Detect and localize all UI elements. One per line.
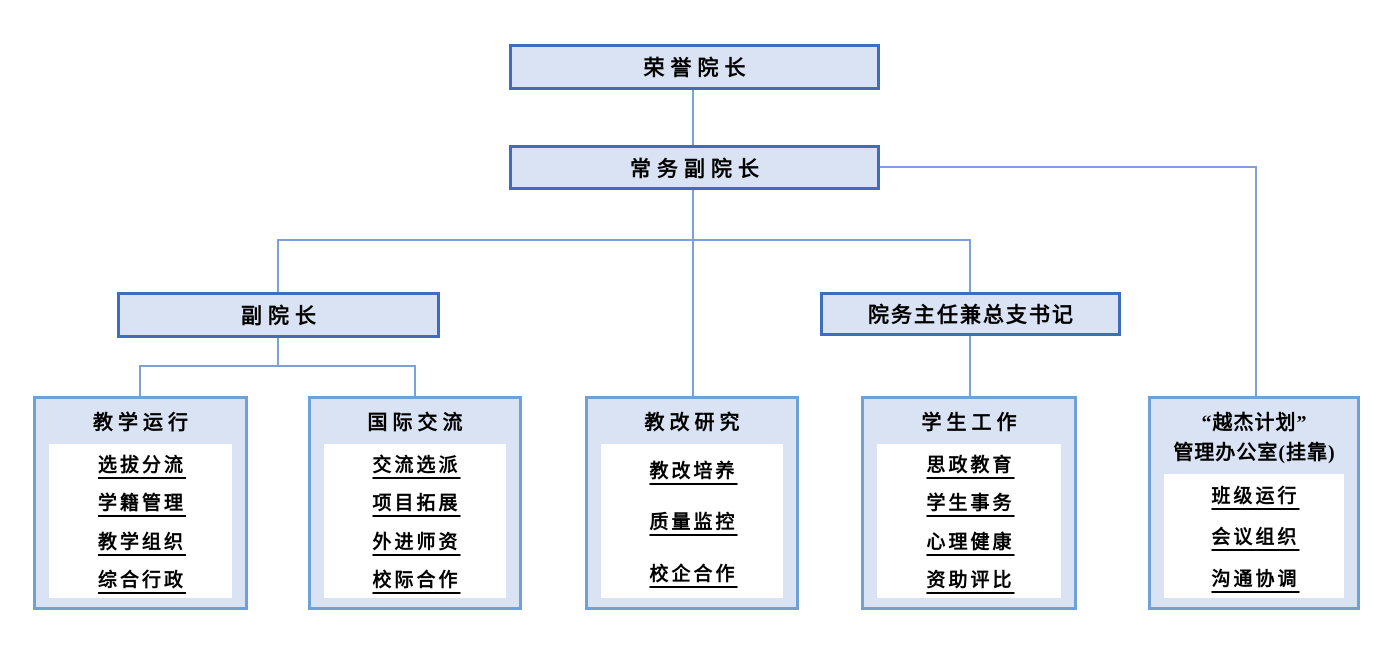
connector-right-horizontal <box>880 166 1257 168</box>
connector-below-director <box>969 335 971 396</box>
dept-item: 资助评比 <box>926 570 1015 592</box>
dept-teaching-reform-research: 教改研究 教改培养 质量监控 校企合作 <box>585 396 799 610</box>
dept-item: 外进师资 <box>372 531 461 553</box>
connector-below-vice-dean <box>277 337 279 367</box>
connector-to-dept-1 <box>139 365 141 396</box>
dept-title-line-2: 管理办公室(挂靠) <box>1173 442 1336 464</box>
dept-item: 校企合作 <box>649 563 738 585</box>
dept-items-panel: 交流选派 项目拓展 外进师资 校际合作 <box>324 444 506 598</box>
dept-item: 校际合作 <box>372 570 461 592</box>
dept-item: 教学组织 <box>97 531 186 553</box>
dept-item: 学籍管理 <box>97 493 186 515</box>
node-vice-dean: 副院长 <box>117 292 440 338</box>
dept-title: 学生工作 <box>921 412 1022 434</box>
dept-item: 班级运行 <box>1211 486 1300 508</box>
dept-item: 沟通协调 <box>1211 568 1300 590</box>
dept-title: 教学运行 <box>93 412 193 434</box>
connector-to-dept-5 <box>1255 166 1257 396</box>
connector-main-horizontal <box>277 239 971 241</box>
dept-item: 会议组织 <box>1211 527 1300 549</box>
dept-items-panel: 选拔分流 学籍管理 教学组织 综合行政 <box>49 444 232 598</box>
node-label: 副院长 <box>241 304 322 328</box>
connector-to-dept-2 <box>414 365 416 396</box>
node-label: 院务主任兼总支书记 <box>868 303 1075 327</box>
dept-item: 心理健康 <box>926 531 1015 553</box>
node-label: 常务副院长 <box>630 156 765 181</box>
dept-yuejie-plan-office: “越杰计划” 管理办公室(挂靠) 班级运行 会议组织 沟通协调 <box>1148 396 1360 610</box>
dept-title: 教改研究 <box>644 412 745 434</box>
dept-title-line-1: “越杰计划” <box>1201 412 1308 434</box>
node-honorary-dean: 荣誉院长 <box>509 44 880 90</box>
connector-branch-horizontal <box>139 365 416 367</box>
dept-items-panel: 班级运行 会议组织 沟通协调 <box>1164 474 1344 598</box>
connector-to-office-director <box>969 239 971 293</box>
connector-center-vertical <box>692 188 694 396</box>
dept-item: 教改培养 <box>649 461 738 483</box>
node-office-director: 院务主任兼总支书记 <box>820 292 1121 336</box>
dept-item: 思政教育 <box>926 454 1015 476</box>
dept-item: 交流选派 <box>372 454 461 476</box>
dept-items-panel: 思政教育 学生事务 心理健康 资助评比 <box>877 444 1061 598</box>
connector-top-vertical <box>692 89 694 147</box>
dept-item: 学生事务 <box>926 493 1015 515</box>
connector-to-vice-dean <box>277 239 279 293</box>
dept-item: 选拔分流 <box>97 454 186 476</box>
node-executive-vice-dean: 常务副院长 <box>509 145 880 190</box>
dept-items-panel: 教改培养 质量监控 校企合作 <box>601 444 783 598</box>
dept-international-exchange: 国际交流 交流选派 项目拓展 外进师资 校际合作 <box>308 396 522 610</box>
dept-teaching-operations: 教学运行 选拔分流 学籍管理 教学组织 综合行政 <box>33 396 248 610</box>
dept-item: 质量监控 <box>649 512 738 534</box>
dept-title: 国际交流 <box>367 412 468 434</box>
dept-student-affairs: 学生工作 思政教育 学生事务 心理健康 资助评比 <box>861 396 1077 610</box>
dept-item: 综合行政 <box>97 570 186 592</box>
dept-item: 项目拓展 <box>372 493 461 515</box>
node-label: 荣誉院长 <box>643 56 752 80</box>
